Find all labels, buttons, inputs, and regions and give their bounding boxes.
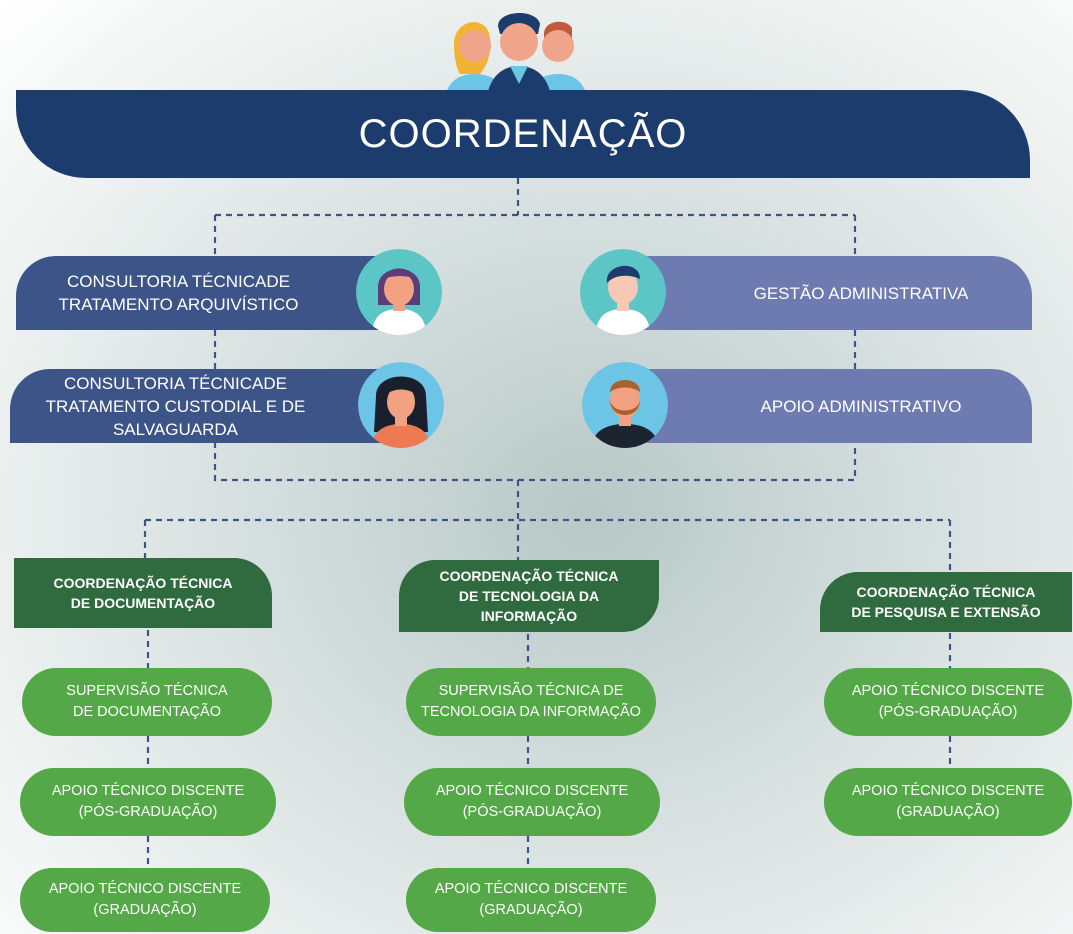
unit-label: SUPERVISÃO TÉCNICA DE DOCUMENTAÇÃO (66, 683, 228, 720)
unit-label: APOIO TÉCNICO DISCENTE (GRADUAÇÃO) (48, 881, 242, 918)
unit-apoio-pos-pesquisa: APOIO TÉCNICO DISCENTE (PÓS-GRADUAÇÃO) (824, 668, 1072, 736)
unit-apoio-pos-ti: APOIO TÉCNICO DISCENTE (PÓS-GRADUAÇÃO) (404, 768, 660, 836)
coordenacao-banner: COORDENAÇÃO (16, 90, 1030, 178)
unit-supervisao-ti: SUPERVISÃO TÉCNICA DE TECNOLOGIA DA INFO… (406, 668, 656, 736)
unit-apoio-grad-ti: APOIO TÉCNICO DISCENTE (GRADUAÇÃO) (406, 868, 656, 932)
unit-label: APOIO TÉCNICO DISCENTE (GRADUAÇÃO) (851, 783, 1045, 820)
coord-label: COORDENAÇÃO TÉCNICA DE PESQUISA E EXTENS… (851, 584, 1041, 620)
unit-apoio-grad-documentacao: APOIO TÉCNICO DISCENTE (GRADUAÇÃO) (20, 868, 270, 932)
page-title: COORDENAÇÃO (358, 111, 688, 156)
dept-consultoria-custodial: CONSULTORIA TÉCNICADE TRATAMENTO CUSTODI… (10, 369, 411, 443)
dept-label: CONSULTORIA TÉCNICADE TRATAMENTO CUSTODI… (45, 373, 306, 439)
unit-apoio-grad-pesquisa: APOIO TÉCNICO DISCENTE (GRADUAÇÃO) (824, 768, 1072, 836)
woman-long-hair-avatar-icon (358, 362, 444, 448)
dept-apoio-administrativo: APOIO ADMINISTRATIVO (620, 369, 1032, 443)
unit-label: APOIO TÉCNICO DISCENTE (GRADUAÇÃO) (434, 881, 628, 918)
bearded-man-avatar-icon (582, 362, 668, 448)
unit-label: SUPERVISÃO TÉCNICA DE TECNOLOGIA DA INFO… (421, 683, 641, 720)
dept-label: CONSULTORIA TÉCNICADE TRATAMENTO ARQUIVÍ… (58, 272, 299, 314)
dept-gestao-administrativa: GESTÃO ADMINISTRATIVA (620, 256, 1032, 330)
unit-label: APOIO TÉCNICO DISCENTE (PÓS-GRADUAÇÃO) (51, 783, 245, 820)
coord-pesquisa-extensao: COORDENAÇÃO TÉCNICA DE PESQUISA E EXTENS… (820, 572, 1072, 632)
dept-consultoria-arquivistico: CONSULTORIA TÉCNICADE TRATAMENTO ARQUIVÍ… (16, 256, 411, 330)
unit-label: APOIO TÉCNICO DISCENTE (PÓS-GRADUAÇÃO) (851, 683, 1045, 720)
unit-apoio-pos-documentacao: APOIO TÉCNICO DISCENTE (PÓS-GRADUAÇÃO) (20, 768, 276, 836)
unit-supervisao-documentacao: SUPERVISÃO TÉCNICA DE DOCUMENTAÇÃO (22, 668, 272, 736)
man-avatar-icon (580, 249, 666, 335)
coord-tecnologia-informacao: COORDENAÇÃO TÉCNICA DE TECNOLOGIA DA INF… (399, 560, 659, 632)
coord-label: COORDENAÇÃO TÉCNICA DE TECNOLOGIA DA INF… (439, 568, 619, 624)
woman-avatar-icon (356, 249, 442, 335)
unit-label: APOIO TÉCNICO DISCENTE (PÓS-GRADUAÇÃO) (435, 783, 629, 820)
coord-label: COORDENAÇÃO TÉCNICA DE DOCUMENTAÇÃO (53, 575, 233, 611)
coord-documentacao: COORDENAÇÃO TÉCNICA DE DOCUMENTAÇÃO (14, 558, 272, 628)
